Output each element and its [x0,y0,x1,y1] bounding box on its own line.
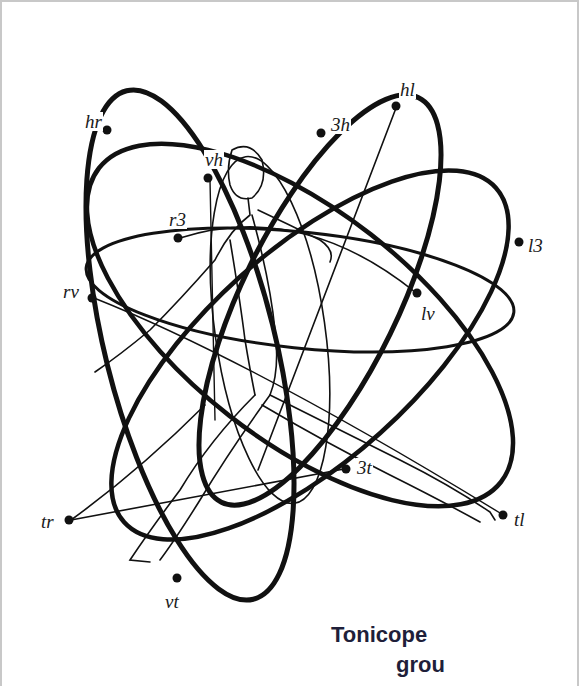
point-label: l3 [527,236,544,255]
point-label: r3 [168,210,187,229]
point-label: rv [62,282,80,301]
point-label: hl [399,80,416,99]
caption-text: Tonicope [330,624,428,646]
point-label: 3h [330,115,351,134]
point-label: lv [420,304,436,323]
point-label: 3t [356,458,373,477]
caption-text: grou [395,654,446,676]
point-label: hr [84,112,103,131]
point-label: vh [204,150,224,169]
point-label: tl [513,510,526,529]
point-label: vt [164,592,180,611]
point-label: tr [40,512,55,531]
